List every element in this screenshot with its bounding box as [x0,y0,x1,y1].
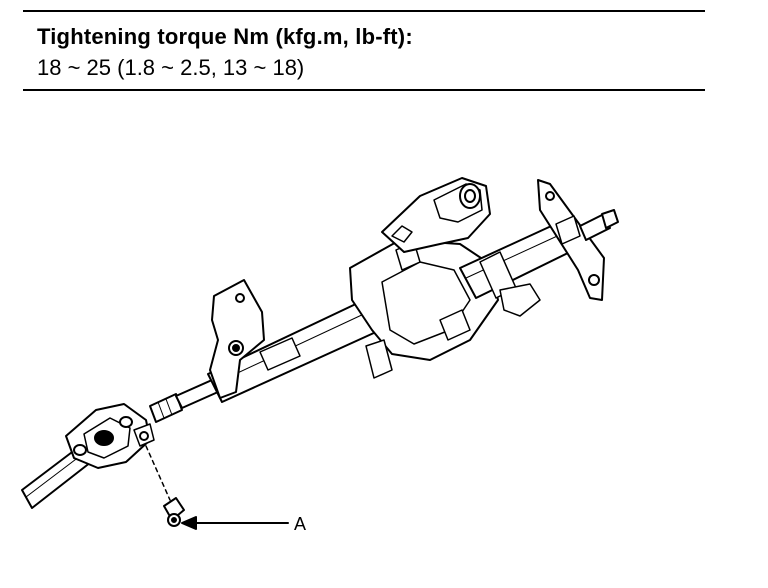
mounting-bolt-a [163,497,185,527]
universal-joint [65,403,155,469]
torque-spec-title: Tightening torque Nm (kfg.m, lb-ft): [37,24,413,49]
callout-a-leader [181,516,289,530]
ignition-lock-cylinder [381,177,491,253]
bolt-install-line [145,445,171,501]
torque-spec-value: 18 ~ 25 (1.8 ~ 2.5, 13 ~ 18) [37,55,305,80]
lower-mounting-bracket [209,279,265,399]
upper-shaft-end [579,209,619,241]
upper-mounting-bracket [537,179,605,301]
torque-spec-box: Tightening torque Nm (kfg.m, lb-ft): 18 … [23,10,705,91]
top-rule [23,10,705,12]
callout-a-label: A [294,514,306,534]
splined-shaft [149,379,219,423]
bottom-rule [23,89,705,91]
upper-column-tube [459,221,575,317]
